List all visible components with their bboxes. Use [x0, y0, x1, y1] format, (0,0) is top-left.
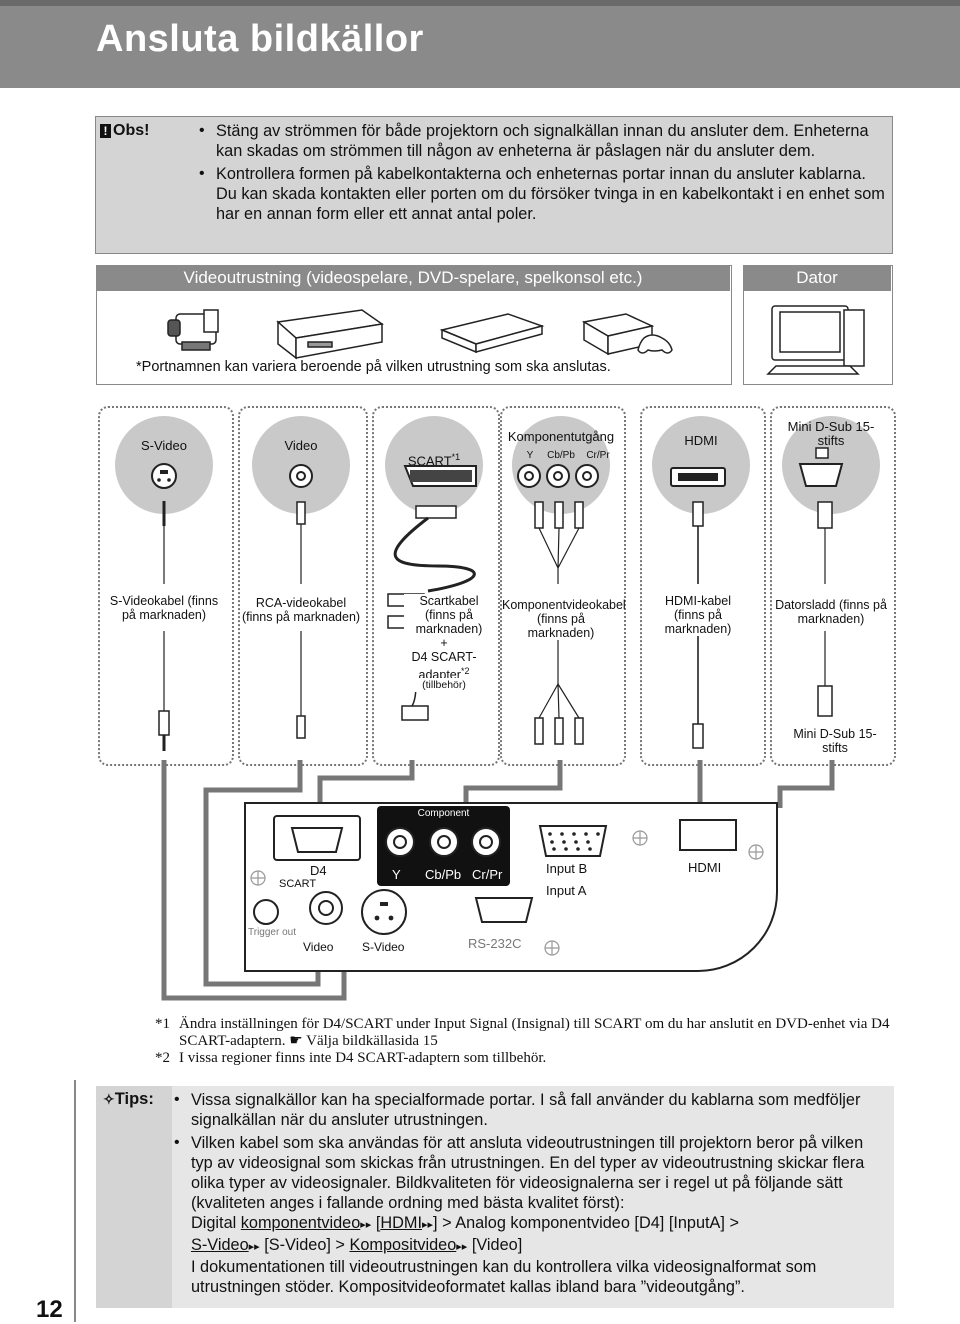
- link-arrow-icon: ▸▸: [421, 1219, 434, 1231]
- panel-svideo-label: S-Video: [362, 940, 405, 954]
- note-item: Kontrollera formen på kabelkontakterna o…: [199, 164, 889, 224]
- camcorder-icon: [167, 309, 219, 351]
- tip-item: Vilken kabel som ska användas för att an…: [174, 1133, 886, 1297]
- note-label: !Obs!: [100, 122, 149, 140]
- cables-drawing: [151, 447, 844, 751]
- lightbulb-icon: ✧: [103, 1091, 115, 1107]
- page-margin-line: [74, 1080, 76, 1322]
- svideo-port-label: S-Video: [140, 438, 187, 453]
- header-band: [0, 0, 960, 6]
- component-port-label: Komponentutgång: [507, 429, 615, 444]
- hdmi-cable-label: HDMI-kabel (finns på marknaden): [652, 594, 744, 636]
- panel-hdmi-label: HDMI: [688, 860, 722, 875]
- component-cable-label: Komponentvideokabel (finns på marknaden): [502, 598, 626, 640]
- equipment-note: *Portnamnen kan variera beroende på vilk…: [136, 359, 611, 375]
- tips-list: Vissa signalkällor kan ha specialformade…: [174, 1090, 886, 1300]
- scart-port-label: SCART*1: [407, 452, 461, 469]
- component-y-label: Y: [526, 450, 534, 461]
- scart-port-icon: [403, 465, 477, 487]
- svideo-port-icon: [151, 463, 177, 489]
- warning-icon: !: [100, 124, 111, 138]
- svideo-plug-bottom: [158, 710, 170, 736]
- hdmi-port-label: HDMI: [684, 433, 718, 448]
- game-console-icon: [581, 313, 673, 356]
- minidsub-port-label: Mini D-Sub 15-stifts: [787, 419, 875, 448]
- page-title: Ansluta bildkällor: [96, 18, 424, 60]
- component-cb-label: Cb/Pb: [547, 450, 575, 461]
- video-equipment-heading: Videoutrustning (videospelare, DVD-spela…: [96, 265, 730, 291]
- component-ports-icon: [517, 464, 599, 488]
- composite-video-link[interactable]: Kompositvideo: [349, 1236, 457, 1254]
- scart-cable-label: Scartkabel (finns på marknaden): [404, 594, 494, 636]
- panel-input-a-label: Input A: [546, 883, 587, 898]
- component-cr-label: Cr/Pr: [586, 450, 610, 461]
- panel-video-label: Video: [303, 940, 334, 954]
- vcr-icon: [276, 309, 384, 360]
- panel-ports: [250, 815, 764, 956]
- computer-cable-label: Datorsladd (finns på marknaden): [772, 598, 890, 626]
- panel-scart-label: SCART: [279, 878, 317, 890]
- tip-item: Vissa signalkällor kan ha specialformade…: [174, 1090, 886, 1130]
- component-video-link[interactable]: komponentvideo: [240, 1214, 361, 1232]
- panel-input-b-label: Input B: [546, 861, 588, 876]
- vga-port-icon: [798, 447, 844, 487]
- panel-rs232-label: RS-232C: [468, 936, 522, 951]
- link-arrow-icon: ▸▸: [456, 1241, 468, 1253]
- panel-d4-label: D4: [310, 863, 327, 878]
- panel-cr-label: Cr/Pr: [472, 867, 503, 882]
- link-arrow-icon: ▸▸: [248, 1241, 260, 1253]
- computer-heading: Dator: [743, 265, 891, 291]
- hdmi-link[interactable]: HDMI: [380, 1214, 422, 1232]
- header-bar: [0, 0, 960, 88]
- page-number: 12: [36, 1296, 63, 1323]
- rca-cable-label: RCA-videokabel (finns på marknaden): [240, 596, 362, 624]
- rca-port-icon: [289, 464, 313, 488]
- tips-label: ✧Tips:: [103, 1090, 154, 1108]
- dvd-player-icon: [439, 313, 545, 354]
- svideo-cable-label: S-Videokabel (finns på marknaden): [102, 594, 226, 622]
- panel-trigger-label: Trigger out: [248, 927, 296, 938]
- computer-icon: [766, 305, 865, 375]
- panel-y-label: Y: [392, 867, 401, 882]
- d4-plug: [401, 705, 429, 721]
- minidsub-end-label: Mini D-Sub 15-stifts: [790, 727, 880, 755]
- video-port-label: Video: [284, 438, 318, 453]
- link-arrow-icon: ▸▸: [360, 1219, 372, 1231]
- hdmi-port-disc: [652, 416, 750, 514]
- scart-plus: +: [404, 636, 484, 650]
- equipment-illustrations: [167, 305, 865, 375]
- panel-component-title: Component: [417, 808, 470, 819]
- hdmi-port-icon: [670, 467, 726, 487]
- note-list: Stäng av strömmen för både projektorn oc…: [199, 121, 889, 227]
- svideo-link[interactable]: S-Video: [191, 1236, 249, 1254]
- accessory-label: (tillbehör): [404, 678, 484, 692]
- panel-cb-label: Cb/Pb: [425, 867, 462, 882]
- note-item: Stäng av strömmen för både projektorn oc…: [199, 121, 889, 161]
